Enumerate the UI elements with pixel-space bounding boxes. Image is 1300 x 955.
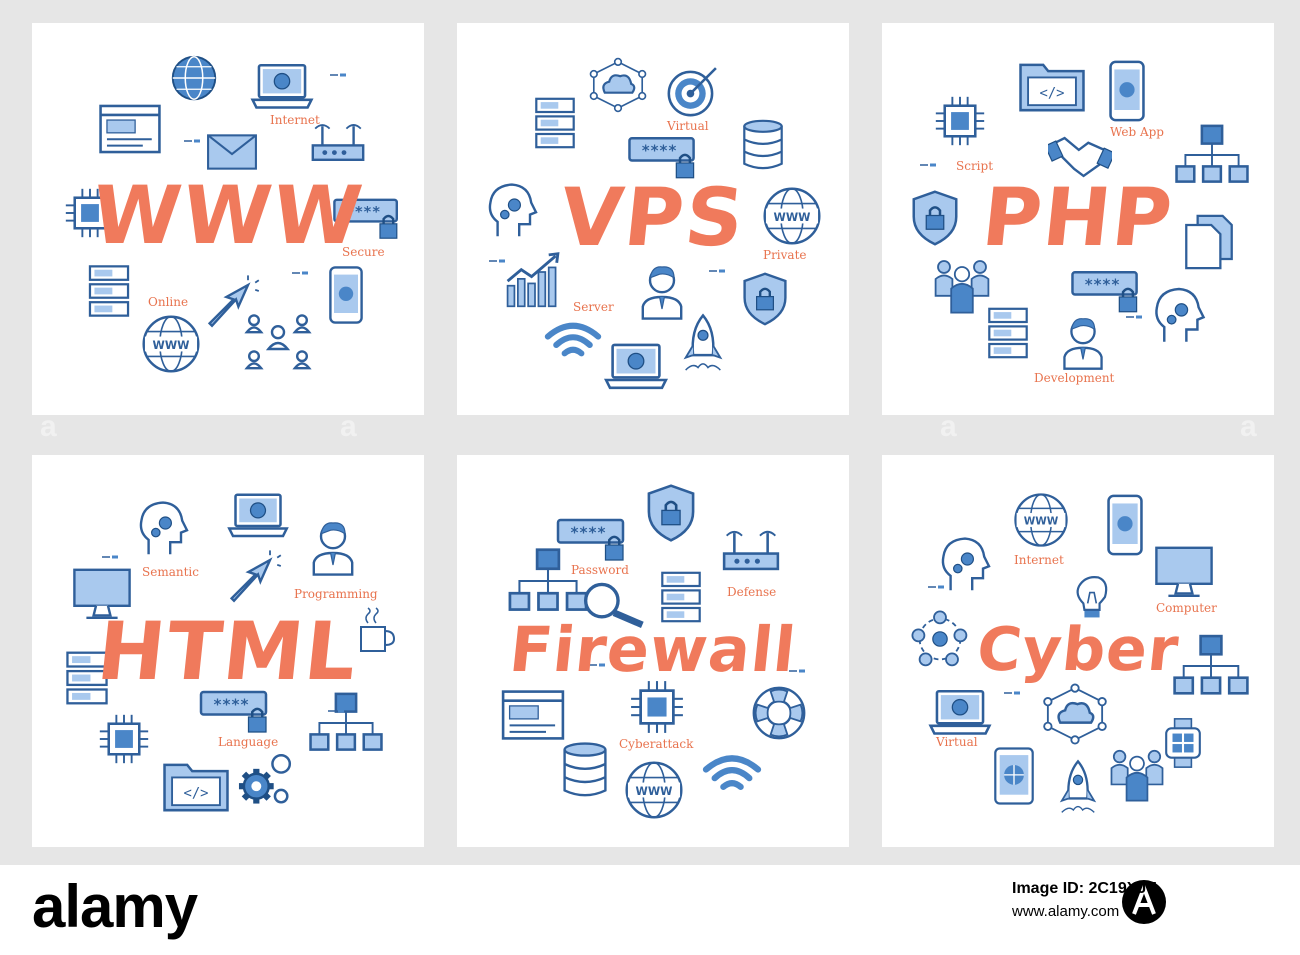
lightbulb-icon <box>1076 576 1108 619</box>
password-icon <box>1071 271 1138 313</box>
watermark: a <box>40 410 57 443</box>
alamy-logo[interactable]: alamy <box>32 873 198 940</box>
chip-icon <box>934 95 986 147</box>
rocket-icon <box>684 314 722 372</box>
server-icon <box>88 265 130 317</box>
chip-icon <box>98 713 150 765</box>
wifi-icon <box>548 326 598 354</box>
panel-title: HTML <box>93 605 363 698</box>
label-internet: Internet <box>1014 553 1064 567</box>
watermark: a <box>940 410 957 443</box>
smartwatch-icon <box>1165 717 1201 769</box>
mail-icon <box>207 134 257 170</box>
panel-firewall: Firewall Password Defense Cyberattack <box>457 455 849 847</box>
chip-icon <box>629 679 685 735</box>
laptop-icon <box>227 493 289 538</box>
www-globe-icon <box>142 315 200 373</box>
code-folder-icon <box>163 763 229 812</box>
panel-php: PHP Script Web App Development <box>882 23 1274 415</box>
label-programming: Programming <box>294 587 378 601</box>
hierarchy-icon <box>508 548 588 611</box>
label-script: Script <box>956 159 994 173</box>
rocket-icon <box>1060 760 1096 814</box>
label-virtual: Virtual <box>667 119 709 133</box>
database-icon <box>563 742 607 797</box>
label-password: Password <box>571 563 629 577</box>
manager-icon <box>641 265 683 320</box>
hierarchy-icon <box>309 692 383 751</box>
panel-title: Firewall <box>506 613 800 686</box>
label-virtual: Virtual <box>936 735 978 749</box>
image-id: Image ID: 2C19XJT <box>1012 880 1157 897</box>
watermark: a <box>1240 410 1257 443</box>
database-icon <box>743 119 783 170</box>
label-computer: Computer <box>1156 601 1217 615</box>
server-icon <box>535 97 575 149</box>
smartphone-icon <box>1109 60 1145 122</box>
label-development: Development <box>1034 371 1115 385</box>
panel-title: PHP <box>978 171 1178 264</box>
shield-lock-icon <box>647 484 695 542</box>
developer-icon <box>1063 317 1103 370</box>
browser-icon <box>501 690 565 740</box>
target-icon <box>667 66 718 117</box>
site-url[interactable]: www.alamy.com <box>1012 903 1120 920</box>
panel-html: HTML Semantic Programming Language <box>32 455 424 847</box>
www-globe-icon <box>1014 493 1068 547</box>
shield-lock-icon <box>743 272 787 326</box>
label-secure: Secure <box>342 245 385 259</box>
laptop-icon <box>251 63 313 109</box>
laptop-icon <box>604 343 668 390</box>
label-defense: Defense <box>727 585 777 599</box>
panel-vps: VPS Virtual Private Server <box>457 23 849 415</box>
label-cyberattack: Cyberattack <box>619 737 694 751</box>
cloud-network-icon <box>589 57 647 113</box>
globe-icon <box>171 55 217 101</box>
tablet-globe-icon <box>994 747 1034 805</box>
programmer-icon <box>312 521 354 576</box>
cursor-icon <box>230 549 282 603</box>
label-internet: Internet <box>270 113 320 127</box>
label-server: Server <box>573 300 614 314</box>
team-icon <box>934 260 990 314</box>
phone-icon <box>329 266 363 324</box>
code-folder-icon <box>1019 63 1085 112</box>
lifebuoy-icon <box>752 686 806 740</box>
monitor-icon <box>1155 546 1213 598</box>
password-icon <box>556 518 625 562</box>
footer-bar <box>0 865 1300 955</box>
router-icon <box>722 530 780 571</box>
label-language: Language <box>218 735 279 749</box>
label-web-app: Web App <box>1110 125 1164 139</box>
head-gears-icon <box>941 537 991 592</box>
panel-www: WWW Internet Secure Online <box>32 23 424 415</box>
watermark: a <box>340 410 357 443</box>
cloud-network-icon <box>1042 683 1108 745</box>
router-icon <box>311 123 365 162</box>
panel-cyber: Cyber Internet Computer Virtual <box>882 455 1274 847</box>
label-online: Online <box>148 295 189 309</box>
server-icon <box>988 307 1028 359</box>
wifi-icon <box>706 758 758 787</box>
laptop-icon <box>929 689 991 735</box>
team-icon <box>1110 749 1164 802</box>
panel-title: Cyber <box>973 615 1183 685</box>
label-private: Private <box>763 248 807 262</box>
head-gears-icon <box>1155 287 1205 344</box>
label-semantic: Semantic <box>142 565 199 579</box>
alamy-a-logo-icon <box>1122 880 1166 924</box>
smartphone-icon <box>1107 494 1143 556</box>
www-globe-icon <box>625 761 683 819</box>
head-gears-icon <box>139 501 189 556</box>
browser-icon <box>99 104 161 154</box>
gears-icon <box>239 755 290 803</box>
password-icon <box>199 690 268 734</box>
people-network-icon <box>245 314 311 370</box>
